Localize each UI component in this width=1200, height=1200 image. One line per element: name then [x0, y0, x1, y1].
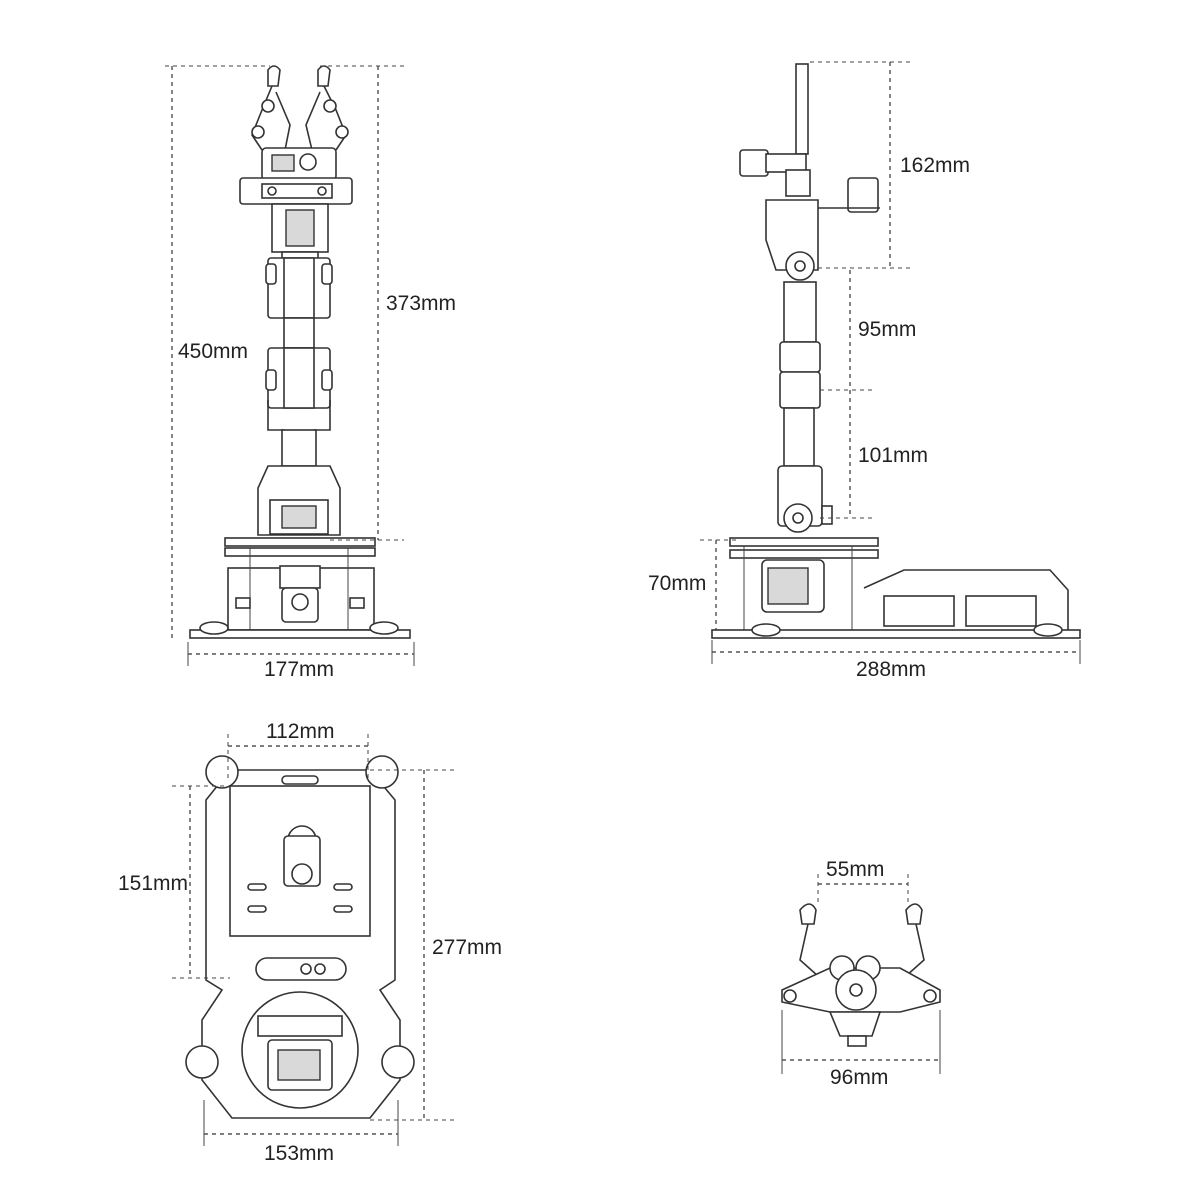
label-162mm: 162mm: [900, 154, 970, 177]
front-gripper: [239, 65, 353, 205]
front-arm-column: [257, 203, 341, 536]
label-151mm: 151mm: [118, 872, 188, 895]
side-view: 162mm 95mm 101mm 70mm 288mm: [648, 61, 1081, 681]
label-101mm: 101mm: [858, 444, 928, 467]
label-450mm: 450mm: [178, 340, 248, 363]
label-70mm: 70mm: [648, 572, 706, 595]
gripper-view: 55mm 96mm: [781, 858, 941, 1089]
side-base: [711, 537, 1081, 639]
label-55mm: 55mm: [826, 858, 884, 881]
label-277mm: 277mm: [432, 936, 502, 959]
label-288mm: 288mm: [856, 658, 926, 681]
label-112mm: 112mm: [266, 720, 334, 743]
front-view: 450mm 373mm 177mm: [165, 65, 456, 681]
label-95mm: 95mm: [858, 318, 916, 341]
top-plate: [185, 755, 415, 1119]
label-373mm: 373mm: [386, 292, 456, 315]
top-view: 112mm 151mm 277mm 153mm: [118, 720, 502, 1165]
label-153mm: 153mm: [264, 1142, 334, 1165]
label-96mm: 96mm: [830, 1066, 888, 1089]
side-arm: [739, 63, 880, 533]
front-base: [189, 537, 411, 639]
label-177mm: 177mm: [264, 658, 334, 681]
